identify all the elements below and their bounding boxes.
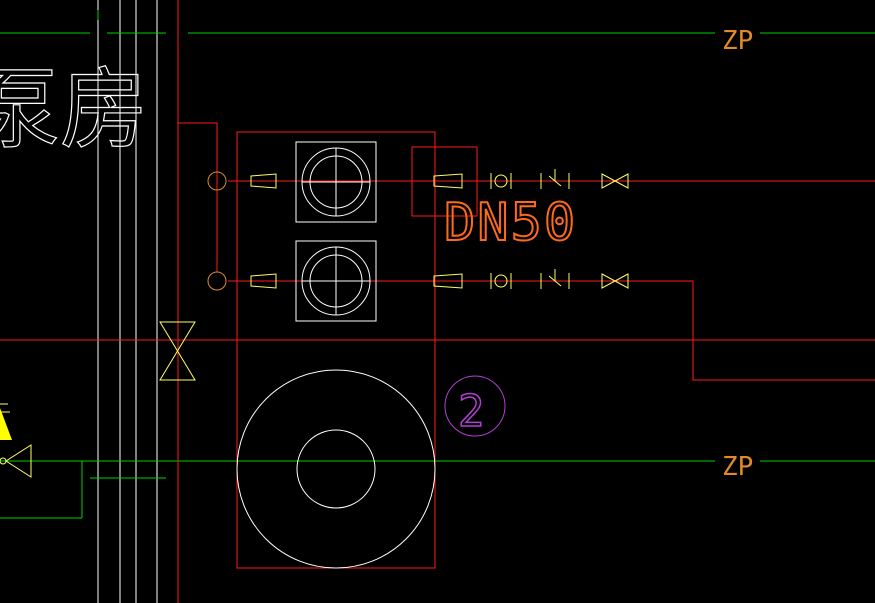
pressure-tank [236, 369, 436, 569]
reducer-fittings-left [250, 173, 277, 289]
drain-label-bottom: ZP [722, 452, 753, 482]
left-edge-marker [0, 403, 32, 478]
pump-unit-top [295, 141, 377, 223]
selection-highlight-box [411, 146, 478, 217]
pump-unit-bottom [295, 240, 377, 322]
pipe-size-label: DN50 [444, 193, 577, 253]
drain-label-top: ZP [722, 26, 753, 56]
equipment-callout-circle [444, 375, 506, 437]
discharge-fittings-bottom [433, 269, 629, 289]
manifold-connector-top [207, 171, 227, 191]
equipment-number-label: 2 [458, 386, 485, 437]
discharge-fittings-top [433, 169, 629, 189]
drain-pipe-top [0, 10, 875, 34]
drain-pipe-bottom [0, 460, 875, 519]
wall-lines [97, 0, 158, 603]
manifold-connector-bottom [207, 271, 227, 291]
room-label: 泵房 [0, 58, 148, 161]
riser-valve [159, 321, 196, 381]
